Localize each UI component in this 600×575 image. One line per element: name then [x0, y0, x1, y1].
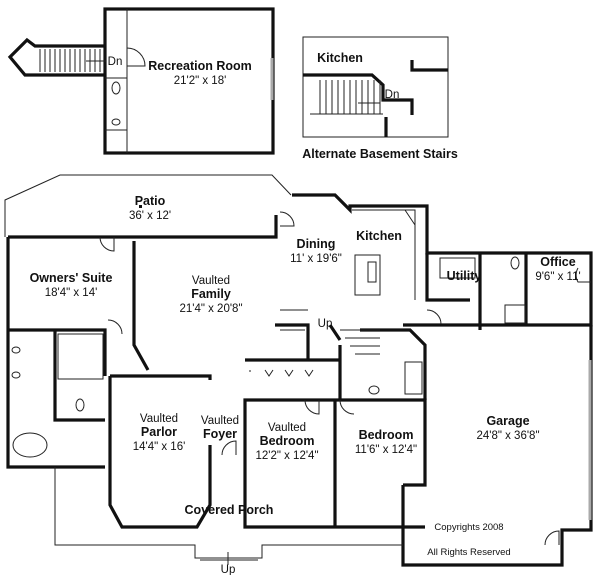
patio: Patio 36' x 12' [4, 174, 292, 237]
family-label: Family [191, 287, 231, 301]
door-garage[interactable] [426, 309, 442, 325]
door-owners-bath[interactable] [107, 319, 123, 335]
office-label: Office [540, 255, 575, 269]
door-dining-patio[interactable] [279, 211, 295, 227]
family-prefix: Vaulted [192, 275, 230, 287]
foyer-prefix: Vaulted [201, 415, 239, 427]
office-dims: 9'6" x 11' [535, 271, 580, 283]
vaulted-bedroom-dims: 12'2" x 12'4" [255, 450, 318, 462]
basement-plan: Dn Recreation Room 21'2" x 18' [7, 7, 275, 155]
porch-up-label: Up [221, 564, 236, 575]
door-bedroom[interactable] [339, 399, 355, 415]
garage-dims: 24'8" x 36'8" [476, 430, 539, 442]
door-vaulted-bedroom[interactable] [304, 399, 320, 415]
vaulted-bedroom-label: Bedroom [260, 434, 315, 448]
bedroom-label: Bedroom [359, 428, 414, 442]
foyer-label: Foyer [203, 427, 237, 441]
recreation-room-dims: 21'2" x 18' [174, 75, 227, 87]
basement-stairs-down-label: Dn [108, 56, 123, 68]
family-dims: 21'4" x 20'8" [179, 303, 242, 315]
parlor-dims: 14'4" x 16' [133, 441, 186, 453]
dining-dims: 11' x 19'6" [290, 253, 342, 265]
basement-stairs [39, 49, 106, 72]
main-floor-walls [6, 193, 593, 567]
alternate-stairs-down-label: Dn [385, 89, 400, 101]
copyright-line-2: All Rights Reserved [427, 547, 510, 558]
patio-label: Patio [135, 194, 166, 208]
parlor-label: Parlor [141, 425, 177, 439]
room-labels: Dining 11' x 19'6" Kitchen Owners' Suite… [30, 229, 581, 575]
fixtures [11, 209, 592, 520]
owners-suite-dims: 18'4" x 14' [45, 287, 98, 299]
utility-label: Utility [447, 269, 482, 283]
parlor-prefix: Vaulted [140, 413, 178, 425]
stairs-up-label: Up [318, 318, 333, 330]
covered-porch-label: Covered Porch [185, 503, 274, 517]
copyright-line-1: Copyrights 2008 [434, 522, 503, 533]
doors[interactable] [99, 211, 591, 546]
dining-label: Dining [297, 237, 336, 251]
recreation-room-label: Recreation Room [148, 59, 252, 73]
door-garage-side[interactable] [544, 530, 560, 546]
garage-label: Garage [486, 414, 529, 428]
door-owners-suite[interactable] [99, 236, 115, 252]
door-office[interactable] [575, 267, 591, 283]
owners-suite-label: Owners' Suite [30, 271, 113, 285]
alternate-kitchen-label: Kitchen [317, 51, 363, 65]
door-front-entry[interactable] [221, 440, 237, 456]
bedroom-dims: 11'6" x 12'4" [355, 444, 417, 456]
kitchen-label: Kitchen [356, 229, 402, 243]
alternate-stairs-caption: Alternate Basement Stairs [302, 147, 458, 161]
patio-dims: 36' x 12' [129, 210, 171, 222]
alternate-stairs-plan: Kitchen Dn Alternate Basement Stairs [302, 36, 458, 161]
vaulted-bedroom-prefix: Vaulted [268, 422, 306, 434]
